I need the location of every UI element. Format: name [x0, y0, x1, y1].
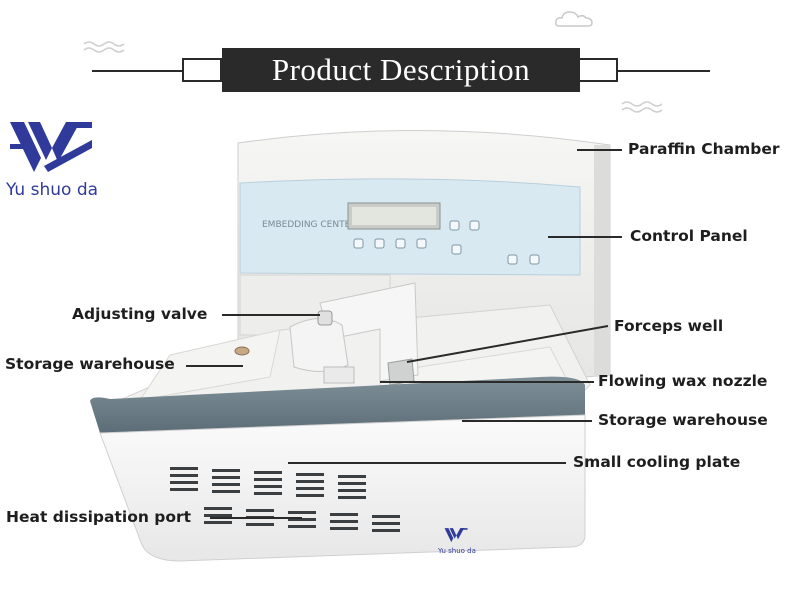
label-storage-right: Storage warehouse [598, 411, 768, 429]
header-line-left [92, 70, 224, 72]
leader-control [548, 236, 622, 238]
brand-logo-icon [10, 122, 92, 172]
header-bracket-left [182, 58, 222, 82]
cloud-icon [555, 11, 593, 27]
leader-storage-left [186, 365, 243, 367]
label-cooling-plate: Small cooling plate [573, 453, 741, 471]
leader-valve [222, 314, 320, 316]
label-forceps-well: Forceps well [614, 317, 724, 335]
leader-heat [210, 517, 302, 519]
wave-icon [83, 41, 125, 53]
header-line-right [578, 70, 710, 72]
leader-forceps [406, 325, 609, 363]
label-paraffin-chamber: Paraffin Chamber [628, 140, 780, 158]
label-adjusting-valve: Adjusting valve [72, 305, 208, 323]
leader-cooling [288, 462, 566, 464]
brand-name: Yu shuo da [6, 180, 99, 200]
leader-storage-right [462, 420, 592, 422]
header-bracket-right [578, 58, 618, 82]
front-brand-text: Yu shuo da [437, 547, 476, 555]
panel-text: EMBEDDING CENTER [262, 220, 357, 230]
label-storage-left: Storage warehouse [5, 355, 175, 373]
label-control-panel: Control Panel [630, 227, 748, 245]
label-heat-port: Heat dissipation port [6, 508, 192, 526]
page-title: Product Description [222, 48, 580, 92]
embedding-center-device: EMBEDDING CENTER [90, 130, 611, 562]
leader-paraffin [577, 149, 622, 151]
label-flowing-wax-nozzle: Flowing wax nozzle [598, 372, 768, 390]
leader-nozzle [380, 381, 594, 383]
wave-icon [621, 101, 663, 113]
